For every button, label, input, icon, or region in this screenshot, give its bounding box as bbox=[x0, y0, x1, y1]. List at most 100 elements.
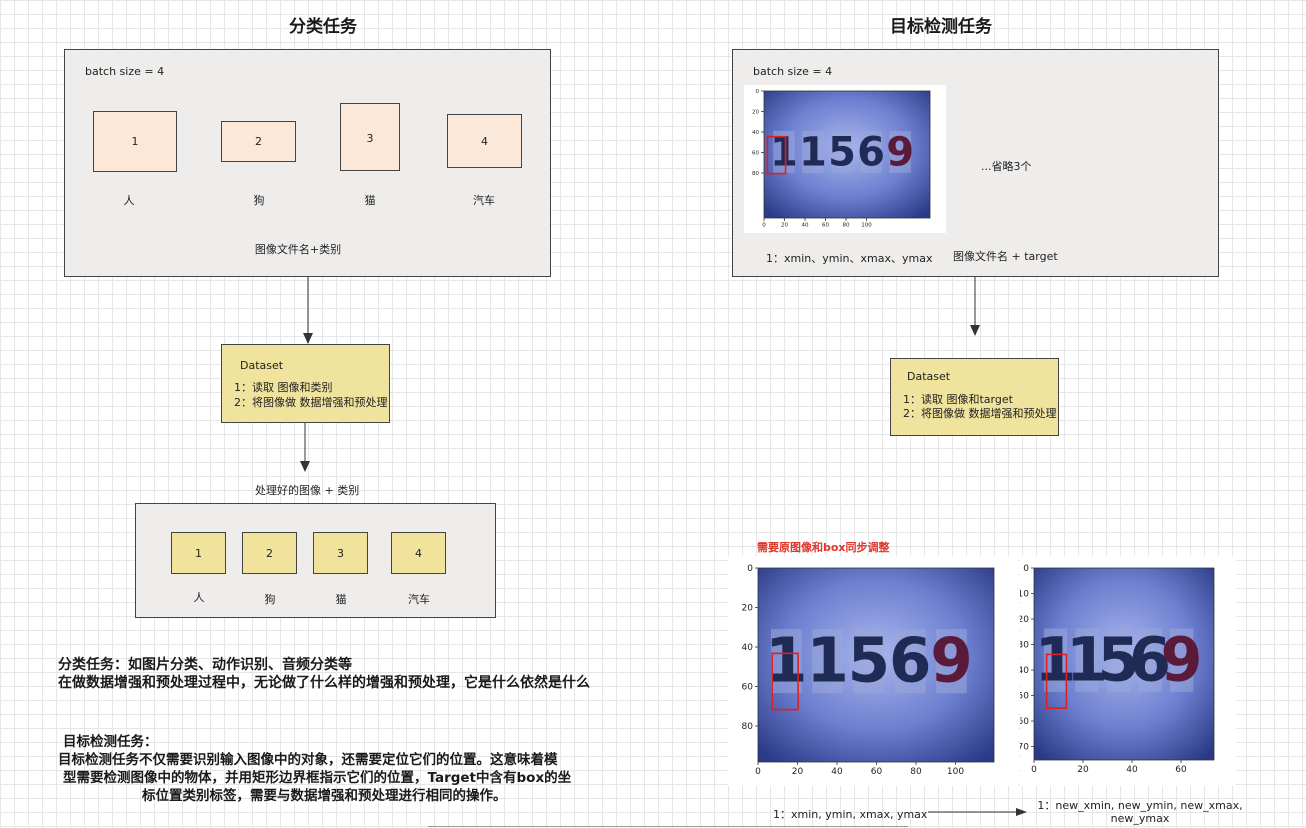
new-coords-line-1: 1：new_xmin, new_ymin, new_xmax, bbox=[1037, 799, 1242, 812]
sample-label-3: 猫 bbox=[365, 192, 376, 208]
classification-description: 分类任务：如图片分类、动作识别、音频分类等 在做数据增强和预处理过程中，无论做了… bbox=[58, 656, 698, 692]
orig-plot-ytick-label: 60 bbox=[742, 683, 754, 693]
new-plot-ytick-label: 10 bbox=[1020, 590, 1029, 600]
classification-dataset-box: Dataset 1：读取 图像和类别 2：将图像做 数据增强和预处理 bbox=[221, 344, 390, 423]
new-plot-xtick-label: 20 bbox=[1077, 765, 1089, 775]
small-plot-ytick-label: 60 bbox=[752, 150, 759, 156]
small-plot-digit: 9 bbox=[886, 129, 914, 175]
arrow-detection-panel-to-dataset bbox=[967, 277, 983, 337]
processed-output-panel: 1 2 3 4 人 狗 猫 汽车 bbox=[135, 503, 496, 618]
new-plot-ytick-label: 0 bbox=[1023, 564, 1029, 574]
new-plot-ytick-label: 70 bbox=[1020, 743, 1029, 753]
small-plot-xtick-label: 100 bbox=[861, 223, 872, 229]
new-plot-xtick-label: 0 bbox=[1031, 765, 1037, 775]
dataset-step-2: 2：将图像做 数据增强和预处理 bbox=[234, 394, 388, 410]
bottom-divider bbox=[428, 826, 908, 827]
original-coords-label: 1：xmin, ymin, xmax, ymax bbox=[773, 806, 927, 822]
sync-adjust-note: 需要原图像和box同步调整 bbox=[757, 539, 890, 555]
detection-panel-caption: 图像文件名 + target bbox=[953, 248, 1058, 264]
processed-label-2: 狗 bbox=[265, 591, 276, 607]
orig-plot-digit: 6 bbox=[889, 625, 932, 696]
detection-batch-size-label: batch size = 4 bbox=[753, 65, 832, 78]
processed-label-1: 人 bbox=[194, 589, 205, 605]
new-coords-line-2: new_ymax bbox=[1037, 812, 1242, 825]
detection-desc-line-1: 目标检测任务不仅需要识别输入图像中的对象，还需要定位它们的位置。这意味着模 bbox=[58, 751, 668, 769]
arrow-dataset-to-output bbox=[297, 423, 313, 473]
detection-dataset-title: Dataset bbox=[907, 370, 950, 383]
new-plot-ytick-label: 60 bbox=[1020, 717, 1029, 727]
orig-plot-xtick-label: 40 bbox=[831, 767, 843, 777]
classification-input-panel: batch size = 4 1 2 3 4 人 狗 猫 汽车 图像文件名+类别 bbox=[64, 49, 551, 277]
classification-title: 分类任务 bbox=[289, 12, 357, 37]
small-plot-ytick-label: 40 bbox=[752, 130, 759, 136]
orig-plot-xtick-label: 60 bbox=[871, 767, 883, 777]
sample-box-2: 2 bbox=[221, 121, 296, 162]
orig-plot-digit: 5 bbox=[848, 625, 891, 696]
detection-title: 目标检测任务 bbox=[890, 12, 992, 37]
processed-box-3: 3 bbox=[313, 532, 368, 574]
detection-desc-line-3: 标位置类别标签，需要与数据增强和预处理进行相同的操作。 bbox=[58, 787, 668, 805]
box-coords-label: 1：xmin、ymin、xmax、ymax bbox=[766, 250, 932, 266]
sample-box-3: 3 bbox=[340, 103, 400, 171]
orig-plot-ytick-label: 40 bbox=[742, 643, 754, 653]
orig-plot-xtick-label: 80 bbox=[910, 767, 922, 777]
orig-plot-digit: 9 bbox=[930, 625, 973, 696]
small-plot-xtick-label: 0 bbox=[762, 223, 766, 229]
small-meter-plot: 11569020406080100020406080 bbox=[744, 85, 946, 233]
new-coords-label: 1：new_xmin, new_ymin, new_xmax, new_ymax bbox=[1037, 799, 1242, 825]
small-plot-digit: 5 bbox=[828, 129, 856, 175]
arrow-orig-to-new bbox=[928, 806, 1028, 818]
dataset-step-1: 1：读取 图像和类别 bbox=[234, 379, 333, 395]
processed-label: 处理好的图像 + 类别 bbox=[255, 482, 359, 498]
small-plot-digit: 1 bbox=[799, 129, 827, 175]
small-plot-ytick-label: 80 bbox=[752, 171, 759, 177]
orig-plot-xtick-label: 20 bbox=[792, 767, 804, 777]
classification-desc-line-1: 分类任务：如图片分类、动作识别、音频分类等 bbox=[58, 656, 698, 674]
sample-label-4: 汽车 bbox=[473, 192, 495, 208]
detection-description: 目标检测任务： 目标检测任务不仅需要识别输入图像中的对象，还需要定位它们的位置。… bbox=[58, 733, 668, 805]
new-plot-ytick-label: 50 bbox=[1020, 692, 1029, 702]
processed-box-4: 4 bbox=[391, 532, 446, 574]
small-plot-xtick-label: 60 bbox=[822, 223, 829, 229]
orig-plot-ytick-label: 20 bbox=[742, 604, 754, 614]
processed-label-3: 猫 bbox=[336, 591, 347, 607]
processed-box-2: 2 bbox=[242, 532, 297, 574]
orig-plot-xtick-label: 0 bbox=[755, 767, 761, 777]
sample-label-1: 人 bbox=[124, 192, 135, 208]
detection-dataset-box: Dataset 1：读取 图像和target 2：将图像做 数据增强和预处理 bbox=[890, 358, 1059, 436]
detection-desc-line-2: 型需要检测图像中的物体，并用矩形边界框指示它们的位置，Target中含有box的… bbox=[58, 769, 668, 787]
new-plot-xtick-label: 40 bbox=[1126, 765, 1138, 775]
small-plot-ytick-label: 20 bbox=[752, 109, 759, 115]
sample-box-1: 1 bbox=[93, 111, 177, 172]
detection-dataset-step-2: 2：将图像做 数据增强和预处理 bbox=[903, 405, 1057, 421]
dataset-title: Dataset bbox=[240, 359, 283, 372]
small-plot-xtick-label: 80 bbox=[843, 223, 850, 229]
arrow-panel-to-dataset bbox=[300, 277, 316, 345]
classification-desc-line-2: 在做数据增强和预处理过程中，无论做了什么样的增强和预处理，它是什么依然是什么 bbox=[58, 674, 698, 692]
small-plot-digit: 6 bbox=[857, 129, 885, 175]
new-plot-ytick-label: 20 bbox=[1020, 615, 1029, 625]
sample-label-2: 狗 bbox=[254, 192, 265, 208]
new-plot-digit: 9 bbox=[1161, 625, 1203, 695]
new-plot-ytick-label: 40 bbox=[1020, 666, 1029, 676]
batch-size-label: batch size = 4 bbox=[85, 65, 164, 78]
orig-plot-ytick-label: 80 bbox=[742, 722, 754, 732]
orig-plot-digit: 1 bbox=[806, 625, 849, 696]
panel-caption: 图像文件名+类别 bbox=[255, 241, 341, 257]
small-plot-xtick-label: 20 bbox=[781, 223, 788, 229]
new-plot-ytick-label: 30 bbox=[1020, 641, 1029, 651]
processed-label-4: 汽车 bbox=[408, 591, 430, 607]
sample-box-4: 4 bbox=[447, 114, 522, 168]
orig-plot-ytick-label: 0 bbox=[747, 564, 753, 574]
new-plot-xtick-label: 60 bbox=[1175, 765, 1187, 775]
detection-desc-title: 目标检测任务： bbox=[58, 733, 668, 751]
orig-plot-xtick-label: 100 bbox=[947, 767, 964, 777]
omit-label: ...省略3个 bbox=[981, 158, 1032, 174]
processed-box-1: 1 bbox=[171, 532, 226, 574]
